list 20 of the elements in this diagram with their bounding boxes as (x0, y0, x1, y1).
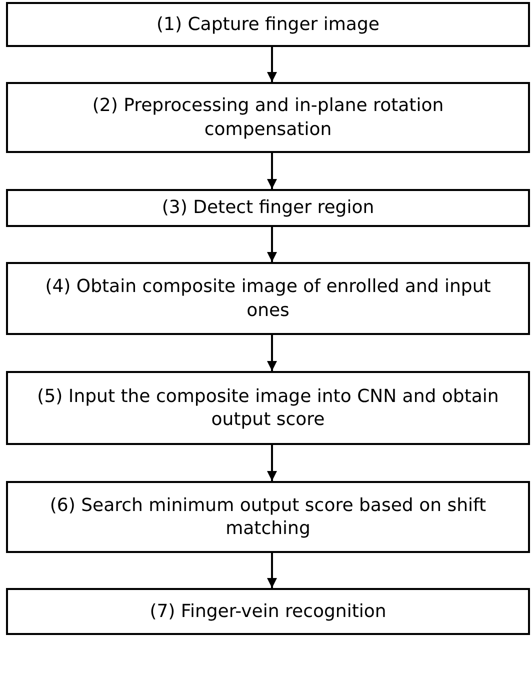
process-box (6, 189, 530, 227)
step-text: (1) Capture finger image (156, 12, 380, 36)
process-box (6, 82, 530, 153)
process-box (6, 2, 530, 47)
process-box (6, 262, 530, 335)
process-box (6, 371, 530, 445)
step-text: (7) Finger-vein recognition (150, 600, 386, 624)
step-text: (6) Search minimum output score based on shift matching (48, 494, 488, 540)
step-text: (5) Input the composite image into CNN and obtain output score (36, 384, 500, 432)
arrow (267, 553, 277, 588)
arrow (267, 47, 277, 82)
process-box (6, 588, 530, 635)
process-box (6, 481, 530, 553)
step-text: (2) Preprocessing and in-plane rotation compensation (91, 94, 445, 141)
arrow (267, 153, 277, 189)
step-text: (3) Detect finger region (162, 196, 374, 220)
arrow (267, 445, 277, 481)
step-text: (4) Obtain composite image of enrolled and input ones (44, 275, 492, 322)
arrow (267, 335, 277, 371)
arrow (267, 227, 277, 262)
